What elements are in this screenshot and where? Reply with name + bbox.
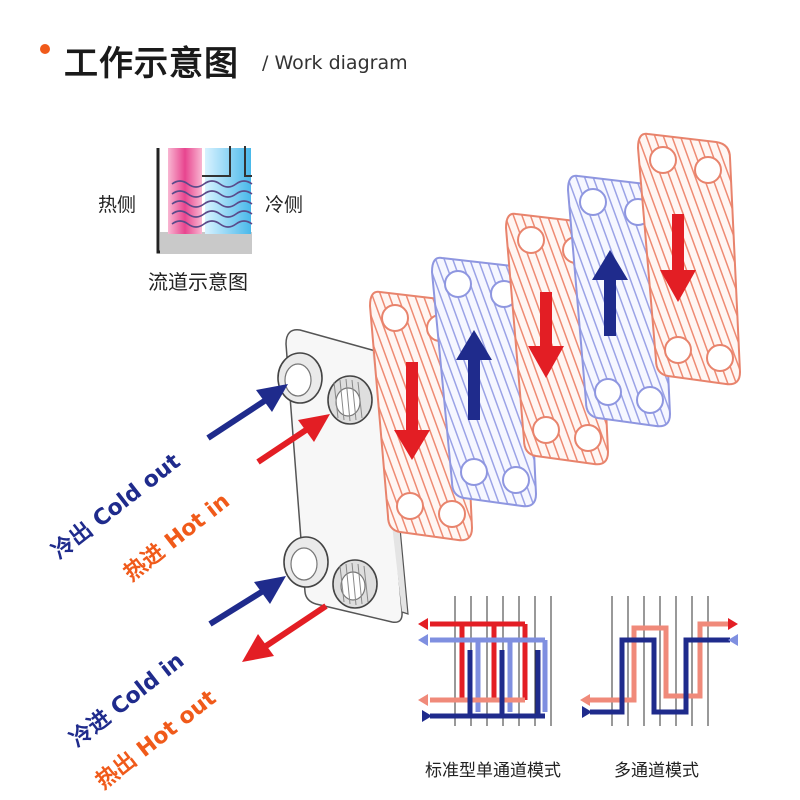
single-pass-schematic bbox=[418, 596, 552, 726]
port-hot-in bbox=[327, 375, 373, 425]
port-hot-out bbox=[332, 559, 378, 609]
hot-side-label: 热侧 bbox=[98, 194, 137, 216]
page-subtitle: / Work diagram bbox=[262, 52, 408, 74]
arrow-hot-out bbox=[242, 603, 328, 662]
single-pass-caption: 标准型单通道模式 bbox=[425, 761, 561, 781]
flow-channel-caption: 流道示意图 bbox=[148, 270, 248, 294]
cold-side-label: 冷侧 bbox=[265, 194, 304, 216]
flow-channel-detail bbox=[156, 146, 253, 254]
arrow-cold-in bbox=[208, 576, 286, 627]
page-title: 工作示意图 bbox=[64, 44, 239, 84]
title-bullet-icon bbox=[40, 44, 50, 54]
multi-pass-schematic bbox=[580, 596, 738, 726]
arrow-cold-out bbox=[206, 384, 288, 441]
port-cold-out bbox=[277, 352, 323, 404]
plate-2-cold bbox=[430, 256, 538, 508]
multi-pass-caption: 多通道模式 bbox=[614, 761, 699, 781]
port-cold-in bbox=[283, 536, 329, 588]
plate-5-hot bbox=[636, 132, 742, 386]
arrow-hot-in bbox=[256, 414, 330, 465]
